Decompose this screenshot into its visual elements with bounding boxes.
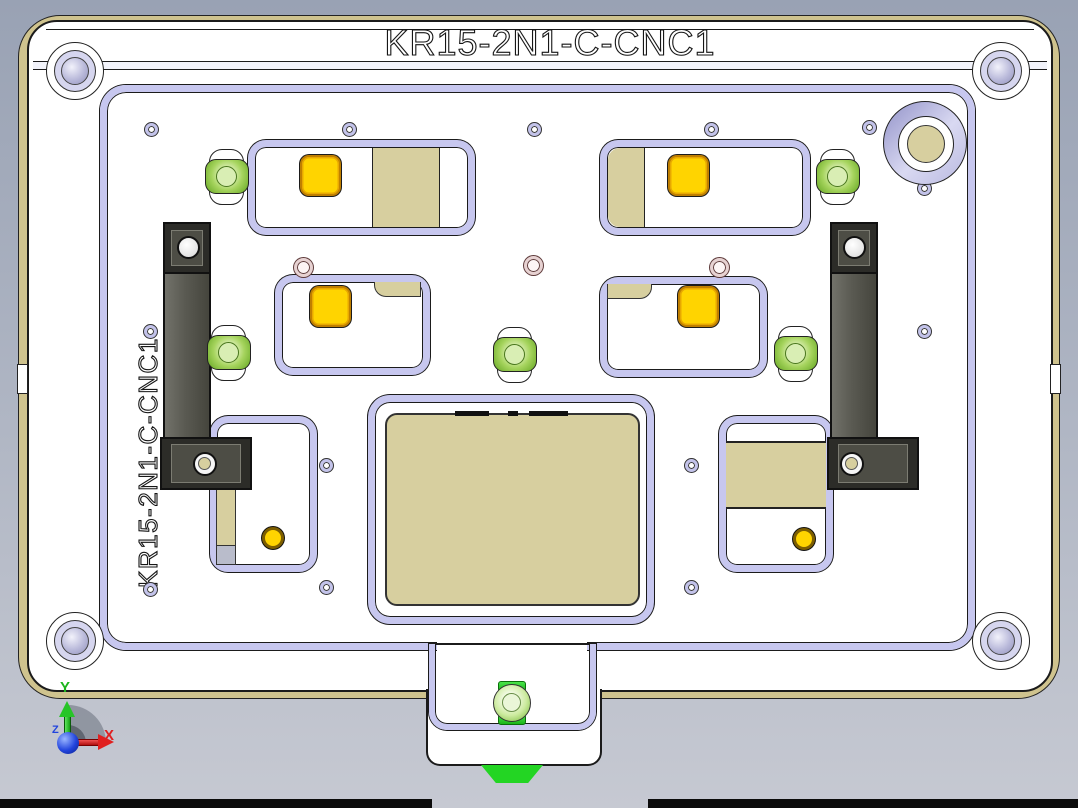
resin-pad[interactable] [372,148,440,227]
right-edge-notch [1050,364,1061,394]
resin-pad-center[interactable] [385,413,640,606]
toggle-clamp-button[interactable] [816,149,860,205]
locator-pad-yellow[interactable] [678,286,719,327]
resin-pad[interactable] [607,284,652,299]
washer-hole [294,258,313,277]
washer-hole [524,256,543,275]
bottom-border-left [0,799,432,808]
origin-sphere[interactable] [57,732,79,754]
rail-bolt-hole [843,236,866,259]
bottom-tab-frame [429,644,596,730]
resin-pad[interactable] [374,282,421,297]
corner-bolt[interactable] [46,42,104,100]
mold-mark [508,411,518,416]
resin-pad[interactable] [726,441,826,509]
corner-bolt[interactable] [46,612,104,670]
corner-bolt[interactable] [972,612,1030,670]
locator-pin-yellow[interactable] [793,528,815,550]
pocket-top-left[interactable] [248,140,475,235]
dowel-hole [705,123,718,136]
axis-y-label: Y [60,679,71,696]
dowel-hole [685,581,698,594]
block-bolt-hole [840,452,864,476]
resin-pad[interactable] [608,148,645,227]
washer-hole [710,258,729,277]
locator-pad-yellow[interactable] [668,155,709,196]
locator-pad-yellow[interactable] [300,155,341,196]
dowel-hole [144,583,157,596]
toggle-clamp-button[interactable] [493,327,537,383]
locator-pin-yellow[interactable] [262,527,284,549]
dowel-hole [528,123,541,136]
axis-z-label: Z [52,724,59,736]
part-title-engraving: KR15-2N1-C-CNC1 [384,21,716,63]
rail-bolt-hole [177,236,200,259]
dowel-hole [918,325,931,338]
axis-x-arrowhead [98,734,114,750]
dowel-hole [343,123,356,136]
dowel-hole [863,121,876,134]
bottom-border-right [648,799,1078,808]
corner-bolt[interactable] [972,42,1030,100]
dowel-hole [144,325,157,338]
center-knob-core [502,693,521,712]
top-bevel-line [46,29,1034,30]
axis-x-label: X [104,727,115,744]
locator-pad-yellow[interactable] [310,286,351,327]
toggle-clamp-button[interactable] [774,326,818,382]
locating-boss[interactable] [883,101,967,185]
toggle-clamp-button[interactable] [205,149,249,205]
green-connector[interactable] [481,765,543,783]
mold-mark [529,411,568,416]
block-bolt-hole [193,452,217,476]
resin-pad-shadow [216,545,236,565]
clamp-block-right-inner [838,444,908,483]
dowel-hole [145,123,158,136]
mold-mark [455,411,489,416]
axis-y-arrowhead [59,701,75,717]
dowel-hole [685,459,698,472]
dowel-hole [320,459,333,472]
toggle-clamp-button[interactable] [207,325,251,381]
dowel-hole [320,581,333,594]
upper-step-strip [33,61,1047,70]
frame-tab-junction [437,642,587,654]
left-edge-notch [17,364,28,394]
